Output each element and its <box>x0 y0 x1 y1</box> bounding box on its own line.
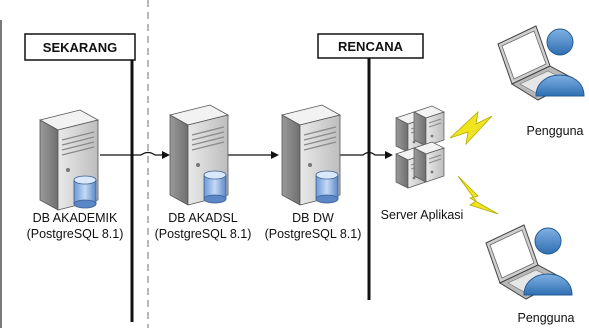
connector-akadsl-dw <box>225 151 279 159</box>
rencana-box <box>317 33 424 59</box>
user-computer-icon <box>485 224 573 300</box>
node-name-user-top: Pengguna <box>526 124 584 138</box>
node-platform-akademik: (PostgreSQL 8.1) <box>26 227 124 241</box>
section-label-rencana: RENCANA <box>338 39 403 54</box>
database-server-icon <box>281 104 341 206</box>
node-name-dw: DB DW <box>292 211 334 225</box>
user-computer-icon <box>497 25 585 101</box>
node-platform-akadsl: (PostgreSQL 8.1) <box>154 227 252 241</box>
node-platform-dw: (PostgreSQL 8.1) <box>264 227 362 241</box>
section-label-sekarang: SEKARANG <box>42 40 118 55</box>
database-server-icon <box>169 104 229 206</box>
node-name-akadsl: DB AKADSL <box>168 211 238 225</box>
application-server-icon <box>395 105 445 189</box>
database-server-icon <box>39 109 99 211</box>
wireless-link-icon <box>449 110 493 146</box>
connector-akademik-akadsl <box>100 151 170 159</box>
connector-dw-appserver <box>340 151 393 159</box>
node-name-user-bottom: Pengguna <box>517 311 575 325</box>
node-name-akademik: DB AKADEMIK <box>32 211 118 225</box>
node-name-app-server: Server Aplikasi <box>380 208 464 222</box>
wireless-link-icon <box>457 175 499 215</box>
sekarang-box <box>24 33 136 61</box>
